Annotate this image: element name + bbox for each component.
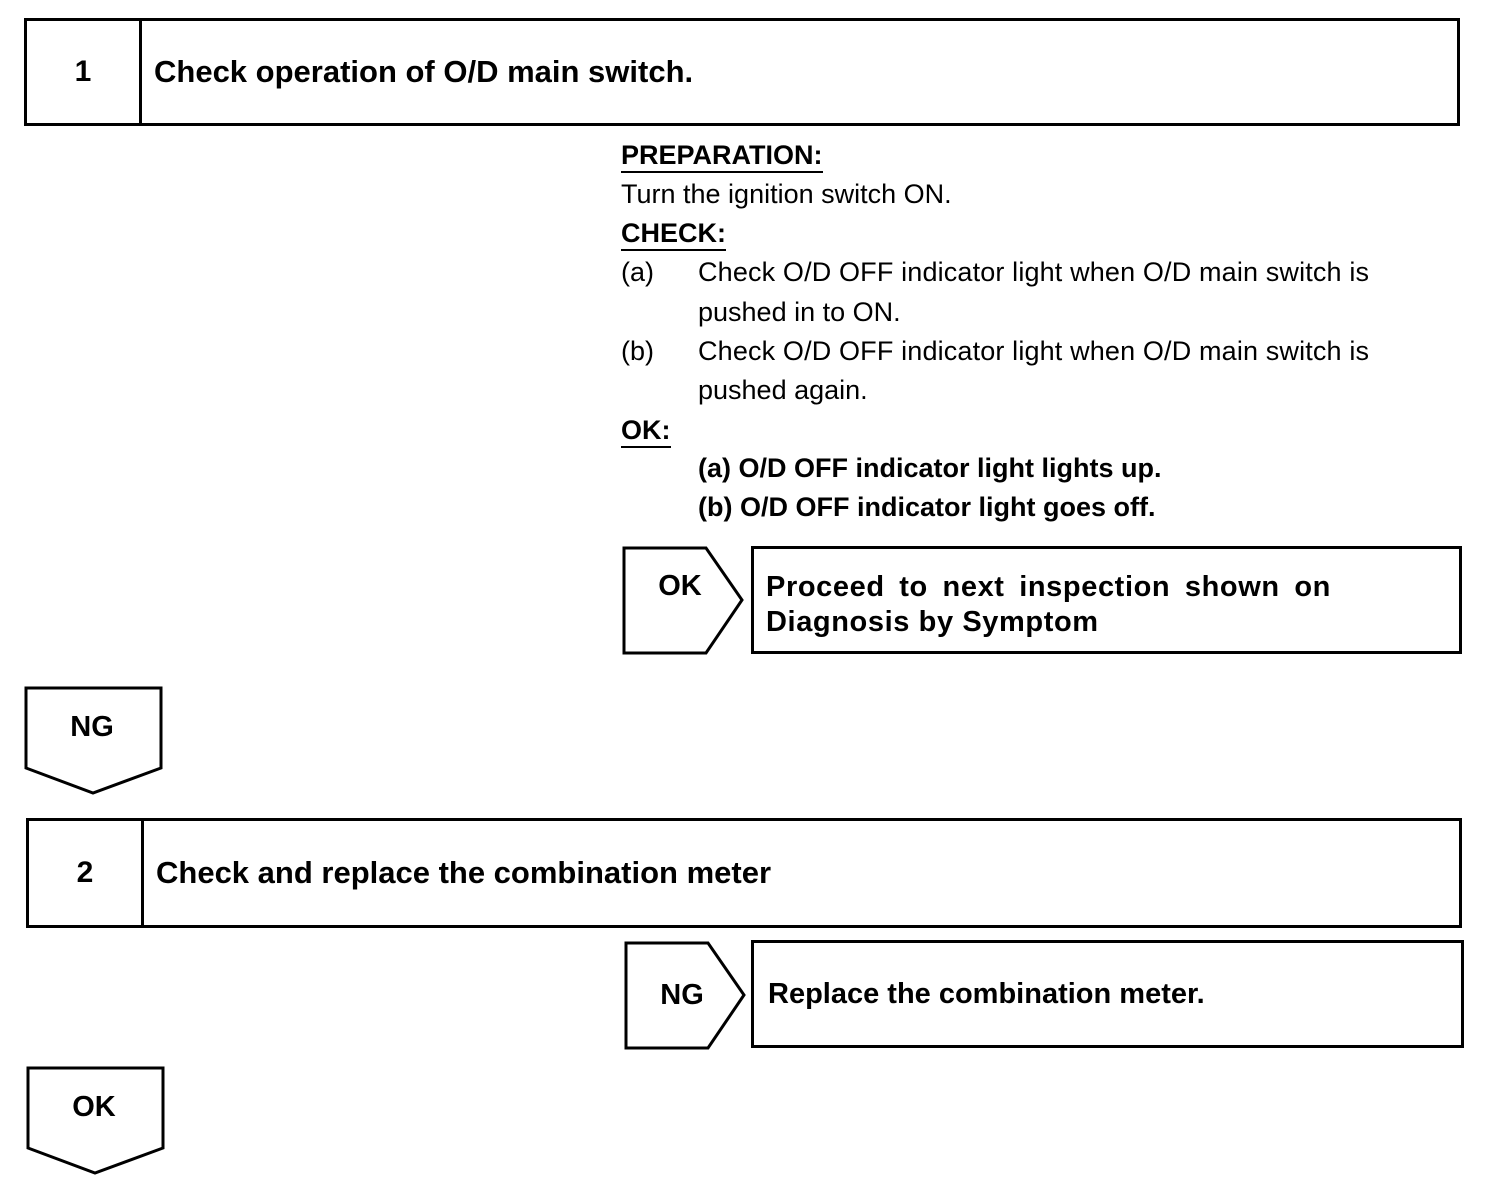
branch-1-result-line1: Proceed to next inspection shown on xyxy=(766,571,1331,603)
check-item-a-line1: Check O/D OFF indicator light when O/D m… xyxy=(698,257,1370,287)
ok-item-a: (a) O/D OFF indicator light lights up. xyxy=(698,453,1162,483)
step-1-title: Check operation of O/D main switch. xyxy=(154,54,694,89)
down-arrow-2 xyxy=(26,1066,165,1175)
check-item-a-line2: pushed in to ON. xyxy=(698,297,901,327)
branch-1-arrow xyxy=(622,546,744,655)
branch-1-label: OK xyxy=(658,570,702,602)
ok-heading: OK: xyxy=(621,417,671,448)
check-item-a-marker: (a) xyxy=(621,257,654,287)
step-1-number: 1 xyxy=(27,21,142,123)
check-item-b-marker: (b) xyxy=(621,336,654,366)
step-2-number: 2 xyxy=(29,821,144,925)
branch-1-result-line2: Diagnosis by Symptom xyxy=(766,606,1099,638)
branch-2-label: NG xyxy=(660,979,704,1011)
check-item-b-line1: Check O/D OFF indicator light when O/D m… xyxy=(698,336,1370,366)
branch-2-result: Replace the combination meter. xyxy=(751,940,1464,1048)
branch-2-result-text: Replace the combination meter. xyxy=(768,977,1205,1010)
preparation-text: Turn the ignition switch ON. xyxy=(621,179,952,209)
down-arrow-1 xyxy=(24,686,163,795)
down-arrow-2-label: OK xyxy=(72,1091,116,1123)
step-2-title: Check and replace the combination meter xyxy=(156,855,772,890)
check-item-b-line2: pushed again. xyxy=(698,375,868,405)
step-2-box: 2 Check and replace the combination mete… xyxy=(26,818,1462,928)
step-1-box: 1 Check operation of O/D main switch. xyxy=(24,18,1460,126)
down-arrow-1-label: NG xyxy=(70,711,114,743)
check-heading: CHECK: xyxy=(621,220,726,251)
preparation-heading: PREPARATION: xyxy=(621,142,823,173)
branch-2-arrow xyxy=(624,941,746,1050)
ok-item-b: (b) O/D OFF indicator light goes off. xyxy=(698,492,1156,522)
branch-1-result: Proceed to next inspection shown on Diag… xyxy=(751,546,1462,654)
